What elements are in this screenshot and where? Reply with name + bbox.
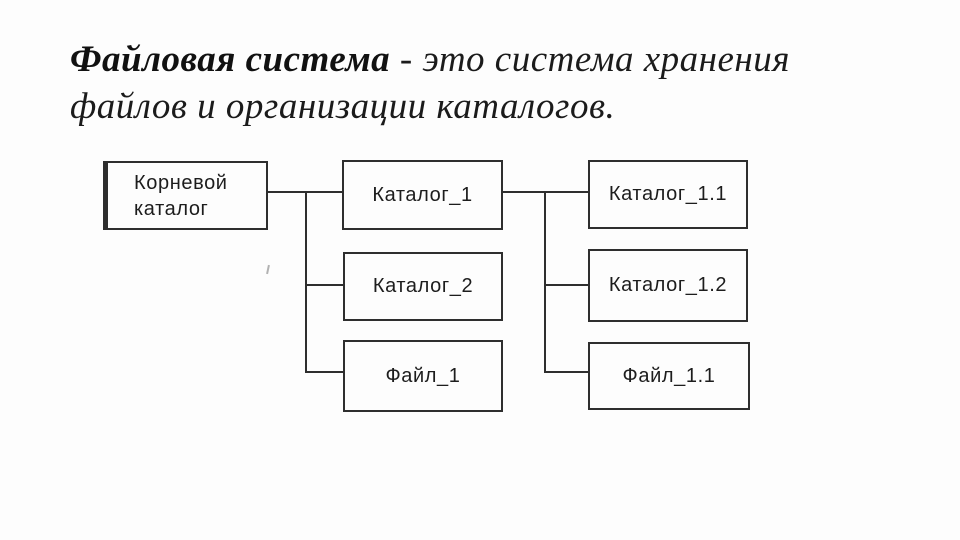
scan-artifact-tick xyxy=(266,264,270,275)
title-line1-rest: - это система хранения xyxy=(390,39,790,80)
node-katalog-2: Каталог_2 xyxy=(343,252,503,321)
node-katalog-1: Каталог_1 xyxy=(342,160,503,230)
node-file-1: Файл_1 xyxy=(343,340,503,412)
title-line2: файлов и организации каталогов. xyxy=(70,86,616,127)
connector-trunk-right xyxy=(544,191,546,373)
connector-to-file1 xyxy=(305,371,343,373)
connector-to-katalog12 xyxy=(544,284,588,286)
node-file-1-1: Файл_1.1 xyxy=(588,342,750,410)
node-root-directory-line1: Корневой xyxy=(134,171,228,194)
node-root-directory: Корневой каталог xyxy=(103,161,268,230)
node-katalog-1-1: Каталог_1.1 xyxy=(588,160,748,229)
node-katalog-1-2: Каталог_1.2 xyxy=(588,249,748,322)
node-root-directory-line2: каталог xyxy=(134,197,209,220)
connector-to-file11 xyxy=(544,371,588,373)
title-emphasis: Файловая система xyxy=(70,39,391,80)
connector-trunk-left xyxy=(305,191,307,373)
page-title: Файловая система - это система хранения ф… xyxy=(70,36,790,130)
connector-to-katalog2 xyxy=(305,284,343,286)
